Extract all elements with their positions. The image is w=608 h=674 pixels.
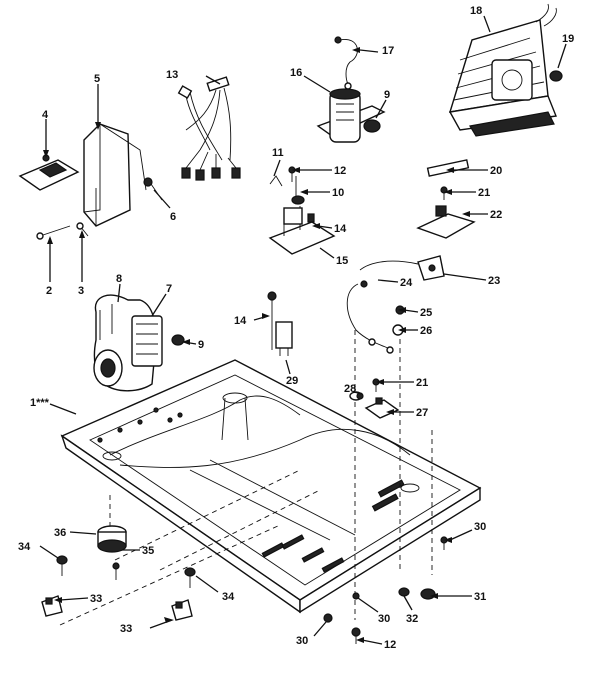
fuse-holder-10 <box>291 176 305 205</box>
grommet-9-top <box>363 119 381 133</box>
callout-14-mid: 14 <box>334 223 347 235</box>
screw-35 <box>112 562 120 580</box>
mount-plate-15 <box>268 206 336 255</box>
screw-34-right <box>184 567 196 588</box>
grommet-9-motor <box>171 334 185 346</box>
screw-30-right <box>440 536 448 550</box>
callout-25: 25 <box>420 307 432 319</box>
callout-22: 22 <box>490 209 502 221</box>
callout-18: 18 <box>470 5 482 17</box>
foot-36 <box>97 525 127 553</box>
callout-8: 8 <box>116 273 122 285</box>
callout-32: 32 <box>406 613 418 625</box>
bracket-27 <box>364 397 400 419</box>
callout-4: 4 <box>42 109 49 121</box>
callout-15: 15 <box>336 255 348 267</box>
grommet-19 <box>549 70 563 82</box>
callout-19: 19 <box>562 33 574 45</box>
screw-14-mid <box>307 213 315 223</box>
callout-17: 17 <box>382 45 394 57</box>
screw-34-left <box>56 555 68 576</box>
callout-20: 20 <box>490 165 502 177</box>
callout-35: 35 <box>142 545 154 557</box>
callout-34-left: 34 <box>18 541 31 553</box>
screw-21-mid <box>372 378 380 392</box>
callout-10: 10 <box>332 187 344 199</box>
callout-14-left: 14 <box>234 315 247 327</box>
callout-labels: 4 5 6 2 3 13 16 17 9 18 19 11 12 10 14 1… <box>18 5 574 651</box>
harness-13 <box>177 76 241 181</box>
callout-6: 6 <box>170 211 176 223</box>
callout-5: 5 <box>94 73 100 85</box>
base-pan <box>59 330 482 626</box>
bracket-11 <box>269 175 283 187</box>
wire-2-3 <box>36 222 89 240</box>
callout-12-bottom: 12 <box>384 639 396 651</box>
screw-21-top <box>440 186 448 200</box>
callout-13: 13 <box>166 69 178 81</box>
callout-24: 24 <box>400 277 413 289</box>
capacitor-16 <box>316 88 386 143</box>
wire-24 <box>346 280 394 354</box>
callout-30-bottom: 30 <box>296 635 308 647</box>
transformer-18 <box>448 3 557 137</box>
callout-16: 16 <box>290 67 302 79</box>
callout-7: 7 <box>166 283 172 295</box>
wire-17 <box>334 36 358 90</box>
callout-30-mid: 30 <box>378 613 390 625</box>
callout-36: 36 <box>54 527 66 539</box>
screw-30-mid <box>352 592 360 600</box>
cord-clamp-4 <box>18 154 80 191</box>
bolt-14-left <box>267 291 277 350</box>
callout-9-top: 9 <box>384 89 390 101</box>
callout-31: 31 <box>474 591 486 603</box>
callout-2: 2 <box>46 285 52 297</box>
callout-34-right: 34 <box>222 591 235 603</box>
callout-23: 23 <box>488 275 500 287</box>
base-vents <box>97 407 405 573</box>
callout-21-mid: 21 <box>416 377 428 389</box>
callout-9-motor: 9 <box>198 339 204 351</box>
callout-27: 27 <box>416 407 428 419</box>
callout-26: 26 <box>420 325 432 337</box>
callout-33-left: 33 <box>90 593 102 605</box>
rectifier-22 <box>416 205 476 239</box>
callout-1000: 1*** <box>30 397 50 409</box>
callout-30-right: 30 <box>474 521 486 533</box>
callout-33-right: 33 <box>120 623 132 635</box>
screw-30-bottom <box>323 613 333 623</box>
diode-20 <box>426 159 470 177</box>
motor-7 <box>131 315 163 367</box>
screw-12-bottom <box>351 627 361 644</box>
nut-31 <box>420 588 436 600</box>
cable-clip-33-right <box>171 599 193 621</box>
terminal-cover-5 <box>83 122 147 227</box>
callout-28: 28 <box>344 383 356 395</box>
thermal-switch-23 <box>359 255 445 281</box>
callout-3: 3 <box>78 285 84 297</box>
callout-29: 29 <box>286 375 298 387</box>
callout-21-top: 21 <box>478 187 490 199</box>
callout-11: 11 <box>272 147 284 159</box>
switch-29 <box>275 321 293 356</box>
screw-32 <box>398 587 410 597</box>
leader-lines <box>39 15 567 645</box>
callout-12-top: 12 <box>334 165 346 177</box>
